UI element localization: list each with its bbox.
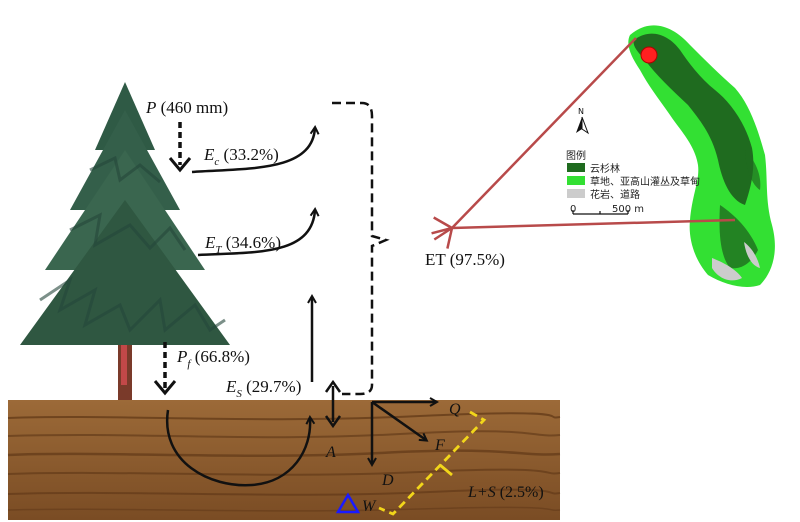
- north-label: N: [578, 107, 584, 116]
- leakage-tick: [439, 463, 453, 477]
- map-pointer-arrow-upper: [431, 37, 637, 249]
- throughfall-arrow: [153, 342, 177, 396]
- legend-swatch-rock: [567, 189, 585, 198]
- evapotranspiration-label: ET (97.5%): [425, 250, 505, 269]
- legend-label-grassland: 草地、亚高山灌丛及草甸: [590, 175, 700, 188]
- evapotranspiration-bracket: [332, 101, 390, 396]
- infiltration-loop-arrow: [165, 409, 310, 487]
- transpiration-label: ET (34.6%): [204, 233, 281, 256]
- legend-swatch-grassland: [567, 176, 585, 185]
- site-location-marker: [640, 46, 658, 64]
- map-legend: 图例 云杉林 草地、亚高山灌丛及草甸 花岩、道路: [566, 149, 700, 201]
- groundwater-label: W: [362, 498, 377, 515]
- lateral-flow-arrow: [371, 400, 426, 440]
- map-scale-bar: 0 500 m: [570, 204, 644, 215]
- drainage-label: D: [381, 472, 394, 489]
- north-arrow-icon: [576, 116, 590, 135]
- scale-end: 500 m: [612, 204, 644, 215]
- legend-swatch-spruce: [567, 163, 585, 172]
- legend-label-rock: 花岩、道路: [590, 188, 640, 201]
- legend-label-spruce: 云杉林: [590, 162, 620, 175]
- precipitation-label: P (460 mm): [145, 98, 228, 117]
- lateral-flow-label: F: [434, 437, 445, 454]
- scale-start: 0: [570, 204, 576, 215]
- leakage-label: L+S (2.5%): [467, 484, 544, 501]
- soil-layer: [7, 400, 561, 520]
- storage-label: A: [325, 444, 336, 461]
- map-pointer-arrow-lower: [433, 216, 736, 241]
- groundwater-triangle-icon: [335, 492, 361, 514]
- spruce-tree-illustration: [20, 82, 230, 400]
- interception-evaporation-arrow: [191, 128, 315, 174]
- leakage-dashed-path: [378, 410, 487, 516]
- interception-evaporation-label: Ec (33.2%): [203, 145, 279, 168]
- soil-evaporation-label: ES (29.7%): [225, 377, 301, 400]
- catchment-map: [628, 25, 775, 287]
- legend-title: 图例: [566, 149, 586, 162]
- precipitation-arrow: [168, 122, 192, 173]
- soil-storage-arrow: [324, 379, 342, 429]
- transpiration-arrow: [197, 210, 315, 257]
- runoff-label: Q: [449, 401, 461, 418]
- throughfall-label: Pf (66.8%): [176, 347, 250, 370]
